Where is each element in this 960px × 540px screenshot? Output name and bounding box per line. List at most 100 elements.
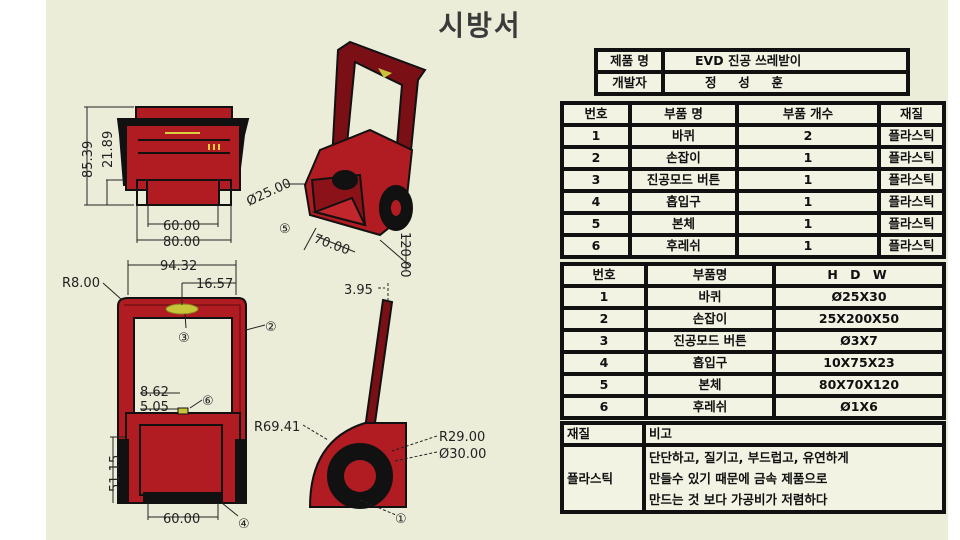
dimension-21-89: 21.89 — [101, 131, 116, 168]
table-row: 제품 명 EVD 진공 쓰레받이 — [596, 50, 908, 72]
cell: Ø25X30 — [774, 286, 944, 308]
table-header-row: 재질 비고 — [562, 423, 944, 445]
callout-2: ② — [265, 320, 277, 335]
dimension-94-32: 94.32 — [160, 259, 197, 274]
notes-header: 비고 — [644, 423, 944, 445]
cell: 1 — [737, 191, 879, 213]
product-name-label: 제품 명 — [596, 50, 663, 72]
cell: 3 — [562, 330, 646, 352]
cell: 플라스틱 — [879, 125, 944, 147]
developer-value: 정 성 훈 — [663, 72, 908, 94]
callout-1: ① — [395, 512, 407, 527]
cell: 플라스틱 — [879, 213, 944, 235]
cell: 5 — [562, 213, 630, 235]
material-notes-table: 재질 비고 플라스틱 단단하고, 질기고, 부드럽고, 유연하게 만들수 있기 … — [560, 421, 946, 514]
material-header: 재질 — [562, 423, 644, 445]
cell: 진공모드 버튼 — [646, 330, 774, 352]
column-header: 부품 명 — [630, 103, 737, 125]
page-title: 시방서 — [438, 9, 522, 42]
table-row: 개발자 정 성 훈 — [596, 72, 908, 94]
dimension-3-95: 3.95 — [344, 283, 373, 298]
cell: 80X70X120 — [774, 374, 944, 396]
cell: 손잡이 — [630, 147, 737, 169]
cell: 흡입구 — [646, 352, 774, 374]
table-header-row: 번호 부품 명 부품 개수 재질 — [562, 103, 944, 125]
dimension-16-57: 16.57 — [196, 277, 233, 292]
product-name-value: EVD 진공 쓰레받이 — [663, 50, 908, 72]
product-info-table: 제품 명 EVD 진공 쓰레받이 개발자 정 성 훈 — [594, 48, 910, 96]
cell: 2 — [562, 147, 630, 169]
cell: 1 — [737, 235, 879, 257]
cell: 바퀴 — [630, 125, 737, 147]
dimension-d30: Ø30.00 — [439, 447, 486, 462]
cell: 진공모드 버튼 — [630, 169, 737, 191]
dimension-80: 80.00 — [163, 235, 200, 250]
top-view — [116, 106, 250, 206]
dimension-60-front: 60.00 — [163, 512, 200, 527]
cell: 4 — [562, 191, 630, 213]
cell: 1 — [737, 213, 879, 235]
column-header: 번호 — [562, 264, 646, 286]
top-view-dimension-lines — [84, 106, 232, 243]
cell: 5 — [562, 374, 646, 396]
cell: 3 — [562, 169, 630, 191]
note-line: 만들수 있기 때문에 금속 제품으로 — [649, 471, 828, 486]
cell: 6 — [562, 396, 646, 418]
cell: 1 — [562, 125, 630, 147]
callout-4: ④ — [238, 517, 250, 532]
note-line: 단단하고, 질기고, 부드럽고, 유연하게 — [649, 450, 849, 465]
column-header: 부품명 — [646, 264, 774, 286]
column-header: H D W — [774, 264, 944, 286]
cell: 2 — [737, 125, 879, 147]
cell: 1 — [737, 147, 879, 169]
dimension-85-39: 85.39 — [81, 141, 96, 178]
cell: 플라스틱 — [879, 191, 944, 213]
cell: Ø3X7 — [774, 330, 944, 352]
dimension-r8: R8.00 — [62, 276, 100, 291]
front-view — [117, 297, 247, 504]
dimension-120: 120.00 — [397, 232, 412, 278]
cell: 후레쉬 — [646, 396, 774, 418]
cell: 본체 — [630, 213, 737, 235]
material-notes: 단단하고, 질기고, 부드럽고, 유연하게 만들수 있기 때문에 금속 제품으로… — [644, 445, 944, 512]
callout-6: ⑥ — [202, 394, 214, 409]
cell: 손잡이 — [646, 308, 774, 330]
cell: 2 — [562, 308, 646, 330]
table-header-row: 번호 부품명 H D W — [562, 264, 944, 286]
cell: 6 — [562, 235, 630, 257]
dimension-60: 60.00 — [163, 219, 200, 234]
dimension-8-62: 8.62 — [140, 385, 169, 400]
callout-5: ⑤ — [279, 222, 291, 237]
isometric-view — [303, 40, 427, 237]
developer-label: 개발자 — [596, 72, 663, 94]
cell: Ø1X6 — [774, 396, 944, 418]
cell: 바퀴 — [646, 286, 774, 308]
cell: 25X200X50 — [774, 308, 944, 330]
column-header: 부품 개수 — [737, 103, 879, 125]
side-view — [308, 298, 407, 509]
dimension-r69-41: R69.41 — [254, 420, 300, 435]
cell: 플라스틱 — [879, 169, 944, 191]
column-header: 재질 — [879, 103, 944, 125]
cell: 본체 — [646, 374, 774, 396]
callout-3: ③ — [178, 331, 190, 346]
cell: 1 — [737, 169, 879, 191]
cell: 후레쉬 — [630, 235, 737, 257]
dimension-r29: R29.00 — [439, 430, 485, 445]
cell: 흡입구 — [630, 191, 737, 213]
column-header: 번호 — [562, 103, 630, 125]
material-name: 플라스틱 — [562, 445, 644, 512]
